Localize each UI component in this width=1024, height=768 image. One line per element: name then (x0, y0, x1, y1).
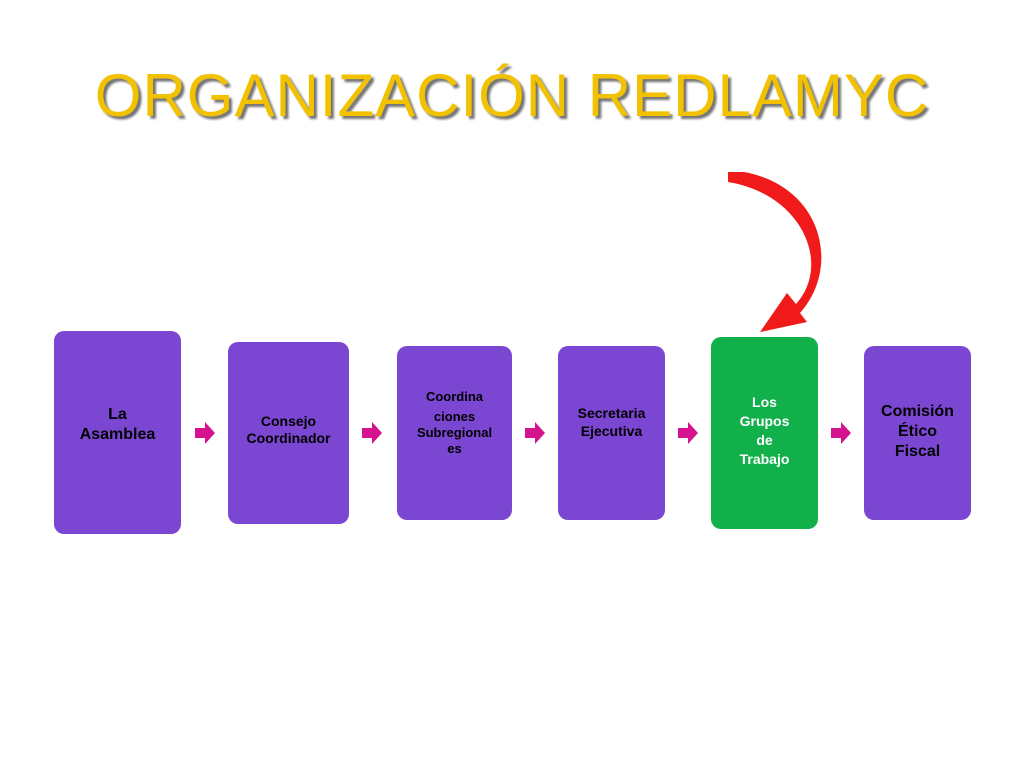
box-line: Fiscal (894, 443, 941, 460)
box-line: Secretaria (577, 405, 646, 421)
box-line: Los (752, 394, 777, 410)
box-line: es (447, 441, 462, 456)
right-arrow-icon (525, 422, 545, 444)
right-arrow-icon (362, 422, 382, 444)
box-coordinaciones-subregionales: Coordina ciones Subregional es (397, 346, 512, 520)
box-line: Ético (897, 423, 938, 440)
box-secretaria-ejecutiva: Secretaria Ejecutiva (558, 346, 665, 520)
box-line: de (756, 432, 773, 448)
right-arrow-icon (678, 422, 698, 444)
box-line: ciones (433, 409, 476, 424)
box-consejo-coordinador: Consejo Coordinador (228, 342, 349, 524)
right-arrow-icon (831, 422, 851, 444)
box-line: Trabajo (739, 451, 790, 467)
box-line: Comisión (881, 403, 954, 420)
curved-arrow-icon (728, 172, 822, 332)
right-arrow-icon (195, 422, 215, 444)
box-line: Ejecutiva (580, 423, 643, 439)
box-comision-etico-fiscal: Comisión Ético Fiscal (864, 346, 971, 520)
box-line: Coordinador (246, 430, 331, 446)
box-grupos-de-trabajo: Los Grupos de Trabajo (711, 337, 818, 529)
box-line: La (108, 405, 127, 423)
slide-title: ORGANIZACIÓN REDLAMYC (94, 62, 930, 129)
box-asamblea: La Asamblea (54, 331, 181, 534)
box-line: Grupos (739, 413, 790, 429)
box-line: Asamblea (79, 425, 156, 443)
box-line: Consejo (260, 413, 317, 429)
box-line: Coordina (425, 389, 484, 404)
box-line: Subregional (416, 425, 493, 440)
